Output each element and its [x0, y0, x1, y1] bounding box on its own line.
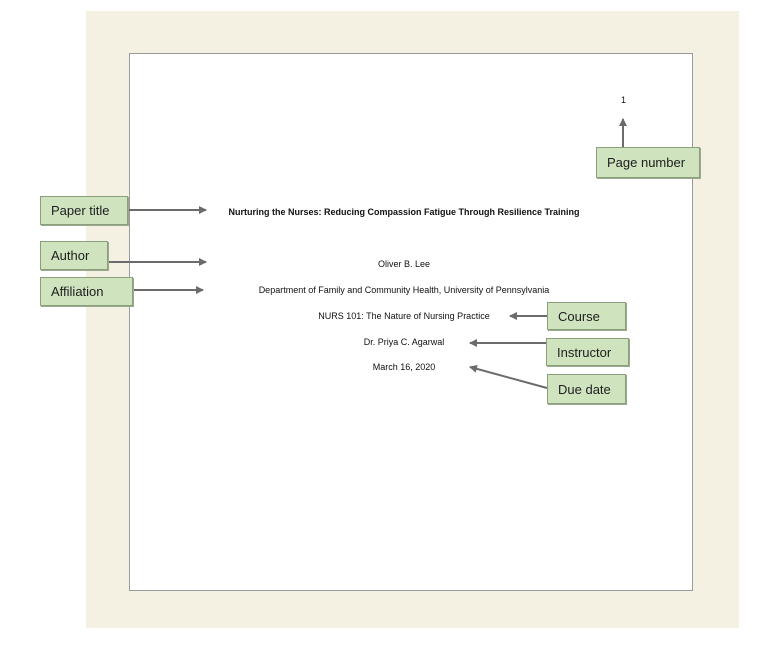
page-number: 1 — [621, 95, 627, 105]
affiliation-text: Department of Family and Community Healt… — [258, 285, 550, 295]
callout-page-number: Page number — [596, 147, 700, 178]
callout-paper-title: Paper title — [40, 196, 128, 225]
callout-author: Author — [40, 241, 108, 270]
author-name: Oliver B. Lee — [377, 259, 431, 269]
callout-due-date: Due date — [547, 374, 626, 404]
due-date-text: March 16, 2020 — [372, 362, 436, 372]
paper-title: Nurturing the Nurses: Reducing Compassio… — [228, 207, 580, 217]
callout-course: Course — [547, 302, 626, 330]
arrow-due-date — [469, 364, 548, 389]
instructor-name: Dr. Priya C. Agarwal — [363, 337, 445, 347]
callout-affiliation: Affiliation — [40, 277, 133, 306]
course-text: NURS 101: The Nature of Nursing Practice — [318, 311, 490, 321]
callout-instructor: Instructor — [546, 338, 629, 366]
